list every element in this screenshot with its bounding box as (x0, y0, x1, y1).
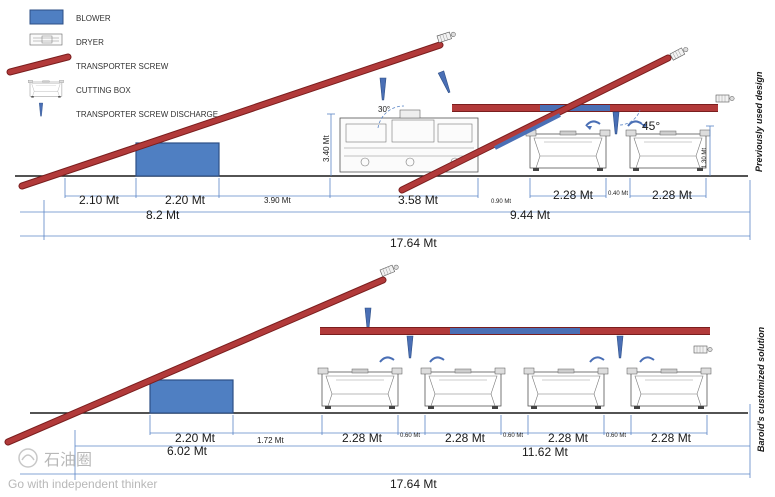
dim-2-28-top-a: 2.28 Mt (553, 188, 594, 202)
dryer-height-label: 3.40 Mt (322, 135, 331, 162)
dim-2-28-b-d: 2.28 Mt (651, 431, 692, 445)
discharge-nozzle-top-bottom (364, 307, 372, 331)
motor-icon (436, 30, 457, 43)
dim-2-10: 2.10 Mt (79, 193, 120, 207)
legend-cutting-box-label: CUTTING BOX (76, 86, 131, 95)
watermark-cn: 石油圈 (44, 450, 92, 469)
cutting-box-b1 (317, 367, 403, 410)
watermark-logo-icon (18, 448, 38, 468)
legend-transporter-screw-label: TRANSPORTER SCREW (76, 62, 169, 71)
dryer-icon (29, 33, 63, 46)
dim-17-64-bottom: 17.64 Mt (390, 477, 437, 491)
legend: BLOWER DRYER TRANSPORTER SCREW CUTTING B… (6, 9, 218, 119)
blower (135, 142, 220, 177)
dim-0-40: 0.40 Mt (608, 191, 628, 197)
discharge-arrow (585, 120, 601, 127)
discharge-nozzle-bottom-2 (616, 335, 624, 359)
discharge-arrow (429, 356, 445, 363)
cutting-box-b4 (626, 367, 712, 410)
discharge-arrow (379, 356, 395, 363)
legend-blower-label: BLOWER (76, 14, 111, 23)
dim-1-72: 1.72 Mt (257, 436, 284, 445)
angle-45-label: 45° (642, 119, 660, 133)
discharge-nozzle-dryer (379, 77, 387, 101)
dim-0-60-b: 0.60 Mt (503, 433, 523, 439)
legend-discharge-label: TRANSPORTER SCREW DISCHARGE (76, 110, 218, 119)
top-diagram: 30° 3.40 Mt 45° 1.30 Mt (15, 30, 764, 250)
dim-9-44: 9.44 Mt (510, 208, 551, 222)
cutting-box-icon (28, 80, 64, 98)
dim-2-28-top-b: 2.28 Mt (652, 188, 693, 202)
discharge-nozzle-box (612, 111, 620, 135)
discharge-nozzle-tilted (437, 70, 453, 94)
dim-11-62: 11.62 Mt (522, 445, 568, 459)
watermark: 石油圈 Go with independent thinker (8, 448, 157, 491)
blower-bottom (149, 379, 234, 414)
dim-2-28-b-a: 2.28 Mt (342, 431, 383, 445)
cutting-box-b3 (523, 367, 609, 410)
dim-2-28-b-c: 2.28 Mt (548, 431, 589, 445)
dim-2-20: 2.20 Mt (165, 193, 206, 207)
dim-0-90: 0.90 Mt (491, 199, 511, 205)
dim-2-20-bottom: 2.20 Mt (175, 431, 216, 445)
dryer (339, 109, 479, 173)
blower-icon (29, 9, 64, 25)
discharge-nozzle-icon (39, 102, 43, 117)
discharge-arrow (639, 356, 655, 363)
cutting-box-1 (525, 129, 611, 172)
angle-30-label: 30° (378, 105, 390, 114)
discharge-nozzle-bottom-1 (406, 335, 414, 359)
watermark-en: Go with independent thinker (8, 477, 157, 491)
dim-3-58: 3.58 Mt (398, 193, 439, 207)
bottom-diagram: 2.20 Mt 1.72 Mt 2.28 Mt 0.60 Mt 2.28 Mt … (4, 262, 766, 491)
top-side-label: Previously used design (754, 71, 764, 172)
dim-0-60-c: 0.60 Mt (606, 433, 626, 439)
discharge-arrow (627, 120, 643, 127)
dim-8-2: 8.2 Mt (146, 208, 180, 222)
dim-2-28-b-b: 2.28 Mt (445, 431, 486, 445)
motor-icon-inclined (669, 45, 690, 61)
top-dimension-lines (20, 178, 751, 240)
motor-icon-horizontal (715, 94, 735, 103)
discharge-arrow (589, 356, 605, 363)
motor-icon-horizontal-bottom (693, 345, 713, 354)
bottom-dimension-lines (20, 404, 751, 480)
dim-3-90: 3.90 Mt (264, 196, 291, 205)
cutting-box-b2 (420, 367, 506, 410)
legend-dryer-label: DRYER (76, 38, 104, 47)
motor-icon-bottom (379, 262, 400, 277)
dim-0-60-a: 0.60 Mt (400, 433, 420, 439)
box-height-label: 1.30 Mt (702, 148, 708, 168)
bottom-side-label: Baroid's customized solution (756, 326, 766, 452)
dim-17-64-top: 17.64 Mt (390, 236, 437, 250)
cutting-box-2 (625, 129, 711, 172)
dim-6-02: 6.02 Mt (167, 444, 208, 458)
